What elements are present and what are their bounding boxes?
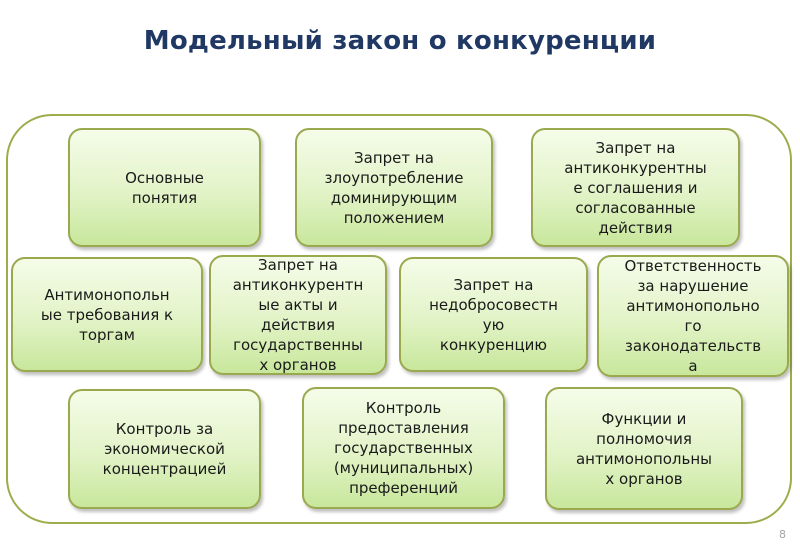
box-basic-concepts: Основные понятия — [68, 128, 261, 247]
box-anticompetitive-agreements: Запрет на антиконкурентны е соглашения и… — [531, 128, 740, 247]
box-authority-functions: Функции и полномочия антимонопольны х ор… — [545, 387, 743, 510]
box-concentration-control: Контроль за экономической концентрацией — [68, 389, 261, 509]
box-concentration-control-label: Контроль за экономической концентрацией — [102, 420, 227, 478]
box-anticompetitive-acts-label: Запрет на антиконкурентн ые акты и дейст… — [232, 256, 364, 374]
box-authority-functions-label: Функции и полномочия антимонопольны х ор… — [575, 409, 713, 488]
page-number: 8 — [779, 528, 786, 541]
box-unfair-competition-label: Запрет на недобросовестн ую конкуренцию — [429, 275, 558, 354]
box-liability: Ответственность за нарушение антимонопол… — [597, 255, 789, 377]
box-basic-concepts-label: Основные понятия — [125, 168, 204, 207]
slide-title: Модельный закон о конкуренции — [143, 26, 657, 56]
box-tender-requirements-label: Антимонопольн ые требования к торгам — [40, 285, 174, 344]
box-unfair-competition: Запрет на недобросовестн ую конкуренцию — [399, 257, 588, 372]
box-anticompetitive-acts: Запрет на антиконкурентн ые акты и дейст… — [209, 255, 387, 375]
box-abuse-of-dominance-label: Запрет на злоупотребление доминирующим п… — [324, 148, 464, 227]
box-abuse-of-dominance: Запрет на злоупотребление доминирующим п… — [295, 128, 493, 247]
box-liability-label: Ответственность за нарушение антимонопол… — [624, 257, 762, 375]
box-preferences-control-label: Контроль предоставления государственных … — [333, 399, 474, 497]
box-anticompetitive-agreements-label: Запрет на антиконкурентны е соглашения и… — [564, 138, 707, 237]
box-preferences-control: Контроль предоставления государственных … — [302, 387, 505, 509]
box-tender-requirements: Антимонопольн ые требования к торгам — [11, 257, 203, 372]
